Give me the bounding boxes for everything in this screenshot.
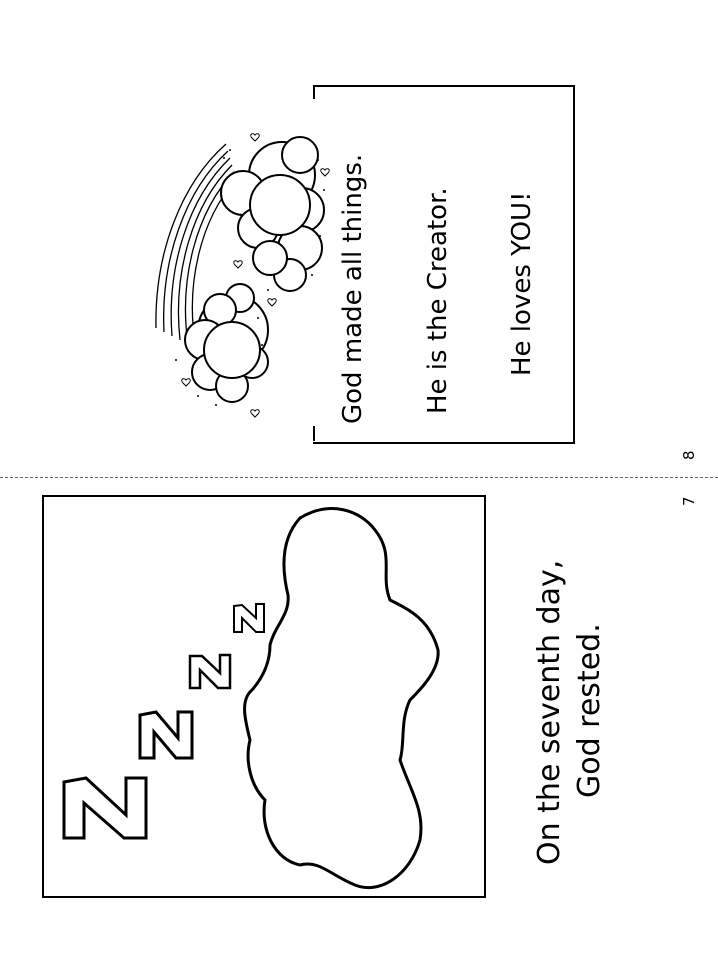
z-letter-medium xyxy=(138,710,194,760)
page8-frame-corner-top xyxy=(313,85,315,99)
z-letter-tiny xyxy=(233,603,265,633)
page8-frame-corner-bottom xyxy=(313,426,315,441)
page7-number: 7 xyxy=(680,496,698,506)
page7-line-1: On the seventh day, xyxy=(532,559,567,865)
z-letter-small xyxy=(188,653,232,690)
fold-line xyxy=(0,477,718,478)
page7-picture-frame xyxy=(42,495,486,898)
z-letter-large xyxy=(62,776,148,840)
page8-text-frame xyxy=(313,85,575,444)
page7-line-2: God rested. xyxy=(572,623,607,798)
